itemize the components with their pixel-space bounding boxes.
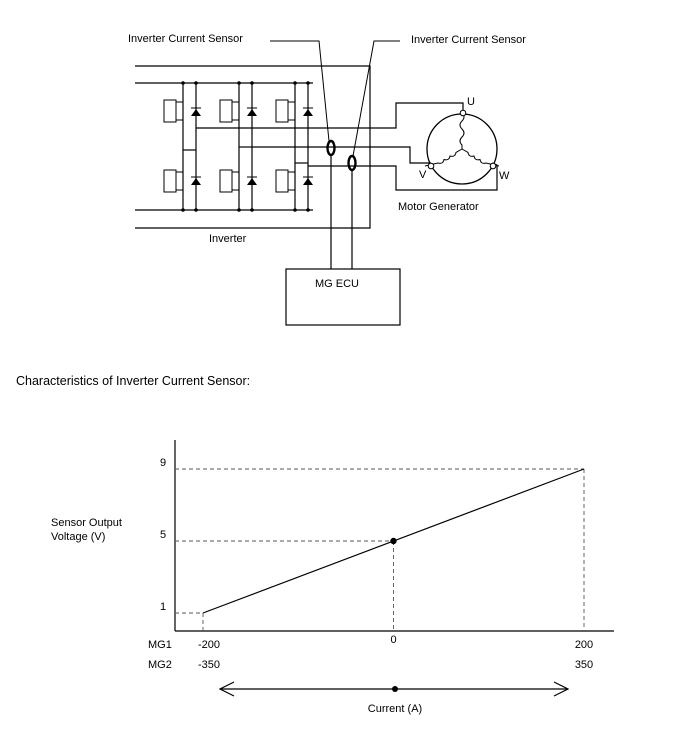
winding-v (424, 148, 463, 167)
igbt-upper-w (275, 99, 289, 123)
phase-w-label: W (499, 170, 510, 182)
y-tick-label: 1 (160, 601, 166, 613)
phase-w-wire (308, 162, 498, 191)
igbt-lower-u (163, 169, 177, 193)
current-arrow-left-head (218, 681, 235, 697)
diode-upper-u (191, 109, 201, 116)
terminal-u (459, 109, 467, 117)
mg-ecu-box (285, 268, 401, 326)
terminal-w (489, 162, 497, 170)
igbt-lower-w (275, 169, 289, 193)
diode-upper-v (247, 109, 257, 116)
phase-u-wire (196, 102, 464, 129)
sensor-leader-left (270, 40, 330, 142)
row-label-mg1: MG1 (148, 639, 172, 651)
guide-lines (175, 468, 585, 631)
terminal-v (427, 162, 435, 170)
row-label-mg2: MG2 (148, 659, 172, 671)
current-sensor-ring-u (326, 139, 336, 157)
y-tick-group: 9 5 1 (160, 457, 166, 613)
inverter-leg-u (163, 81, 201, 212)
sensor-characteristic-chart: Sensor Output Voltage (V) 9 5 1 -200 0 200 -3… (51, 440, 614, 715)
phase-u-label: U (467, 96, 475, 108)
diode-upper-w (303, 109, 313, 116)
y-axis-label-line2: Voltage (V) (51, 531, 105, 543)
winding-u (459, 112, 465, 149)
diode-lower-w (303, 178, 313, 185)
x-tick-label-mg1: -200 (198, 639, 220, 651)
x-tick-label-mg2: -350 (198, 659, 220, 671)
y-axis-label-line1: Sensor Output (51, 517, 122, 529)
sensor-leader-right (352, 40, 400, 157)
sensor-label-left: Inverter Current Sensor (128, 33, 243, 45)
x-axis-label: Current (A) (368, 703, 422, 715)
y-tick-label: 5 (160, 529, 166, 541)
x-tick-group: -200 0 200 -350 350 (198, 634, 593, 671)
x-tick-label-mg2: 350 (575, 659, 593, 671)
x-tick-label-mg1: 200 (575, 639, 593, 651)
x-tick-label-mg1: 0 (390, 634, 396, 646)
sensor-label-right: Inverter Current Sensor (411, 34, 526, 46)
motor-generator-label: Motor Generator (398, 201, 479, 213)
diode-lower-v (247, 178, 257, 185)
phase-v-label: V (419, 169, 427, 181)
zero-current-point (390, 537, 397, 545)
igbt-upper-u (163, 99, 177, 123)
circuit-diagram: Inverter Current Sensor Inverter Current… (128, 33, 526, 326)
section-title: Characteristics of Inverter Current Sens… (16, 374, 250, 388)
igbt-upper-v (219, 99, 233, 123)
phase-v-wire (252, 146, 431, 164)
mg-ecu-label: MG ECU (315, 278, 359, 290)
inverter-leg-v (219, 81, 257, 212)
winding-w (461, 148, 500, 167)
current-arrow-center-dot (392, 686, 398, 692)
diode-lower-u (191, 178, 201, 185)
igbt-lower-v (219, 169, 233, 193)
current-arrow-right-head (553, 681, 570, 697)
motor-generator-symbol (424, 109, 500, 185)
inverter-label: Inverter (209, 233, 247, 245)
current-sensor-ring-w (347, 154, 357, 172)
y-tick-label: 9 (160, 457, 166, 469)
